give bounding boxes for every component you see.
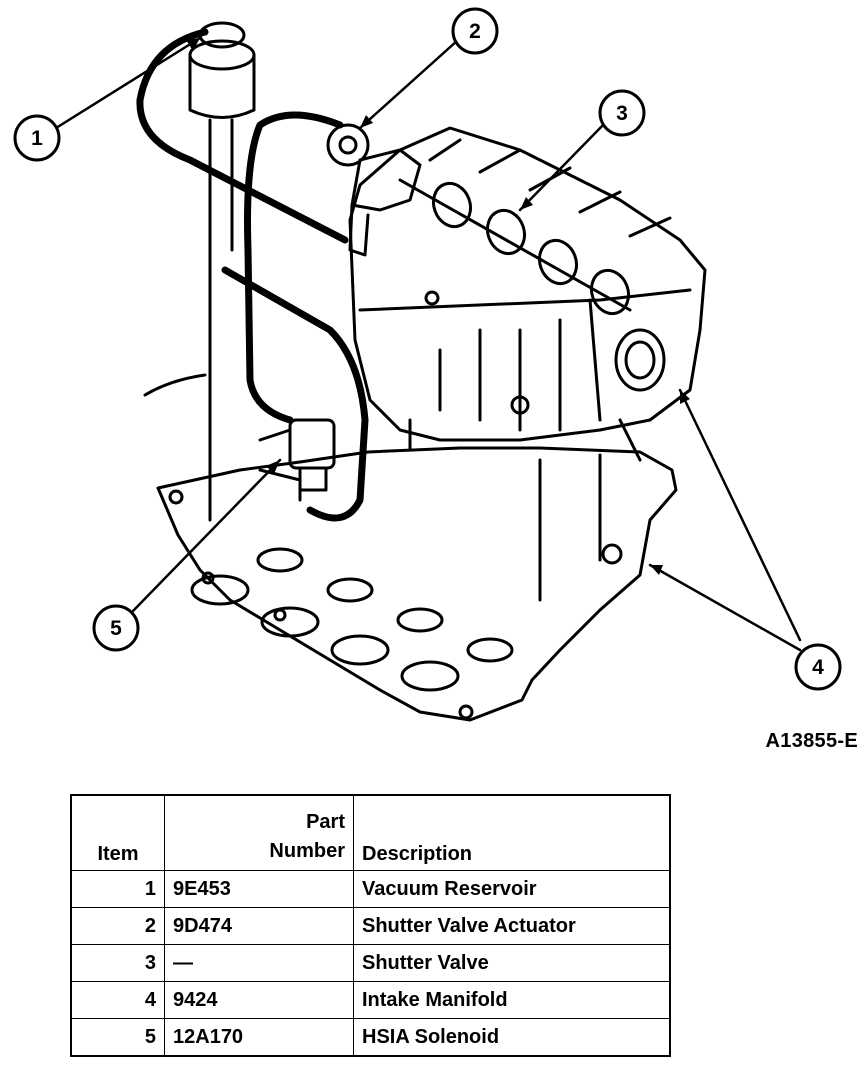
- cell-item: 5: [70, 1018, 165, 1057]
- cell-item: 1: [70, 870, 165, 908]
- cell-description: Intake Manifold: [353, 981, 671, 1019]
- cell-item: 4: [70, 981, 165, 1019]
- figure-id: A13855-E: [765, 730, 858, 752]
- cell-description: Shutter Valve: [353, 944, 671, 982]
- cell-part-number: —: [164, 944, 354, 982]
- cell-description: Vacuum Reservoir: [353, 870, 671, 908]
- svg-text:2: 2: [469, 20, 481, 43]
- cell-part-number: 12A170: [164, 1018, 354, 1057]
- header-part-number-line2: Number: [269, 840, 345, 862]
- header-part-number-line1: Part: [306, 811, 345, 833]
- svg-text:4: 4: [812, 656, 824, 679]
- svg-text:5: 5: [110, 617, 122, 640]
- table-row: 1 9E453 Vacuum Reservoir: [70, 870, 671, 908]
- svg-text:3: 3: [616, 102, 628, 125]
- cell-part-number: 9424: [164, 981, 354, 1019]
- callout-2: 2: [451, 7, 499, 55]
- cell-part-number: 9E453: [164, 870, 354, 908]
- vacuum-hose-drawing: [136, 28, 369, 522]
- callout-leader-lines: [54, 36, 802, 652]
- cell-item: 3: [70, 944, 165, 982]
- callout-3: 3: [598, 89, 646, 137]
- cell-description: Shutter Valve Actuator: [353, 907, 671, 945]
- hsia-solenoid-drawing: [143, 373, 336, 502]
- table-row: 4 9424 Intake Manifold: [70, 981, 671, 1019]
- table-row: 2 9D474 Shutter Valve Actuator: [70, 907, 671, 945]
- cell-description: HSIA Solenoid: [353, 1018, 671, 1057]
- table-row: 3 — Shutter Valve: [70, 944, 671, 982]
- intake-manifold-illustration: 1 2 3 4 5: [13, 7, 842, 722]
- callout-1: 1: [13, 114, 61, 162]
- callout-5: 5: [92, 604, 140, 652]
- lower-manifold-drawing: [156, 446, 678, 722]
- header-item: Item: [70, 794, 165, 871]
- cell-part-number: 9D474: [164, 907, 354, 945]
- cell-item: 2: [70, 907, 165, 945]
- svg-text:1: 1: [31, 127, 43, 150]
- table-row: 5 12A170 HSIA Solenoid: [70, 1018, 671, 1057]
- shutter-valve-drawing: [398, 178, 632, 316]
- upper-manifold-drawing: [348, 126, 707, 462]
- header-description: Description: [353, 794, 671, 871]
- callout-4: 4: [794, 643, 842, 691]
- shutter-valve-actuator-drawing: [326, 123, 422, 257]
